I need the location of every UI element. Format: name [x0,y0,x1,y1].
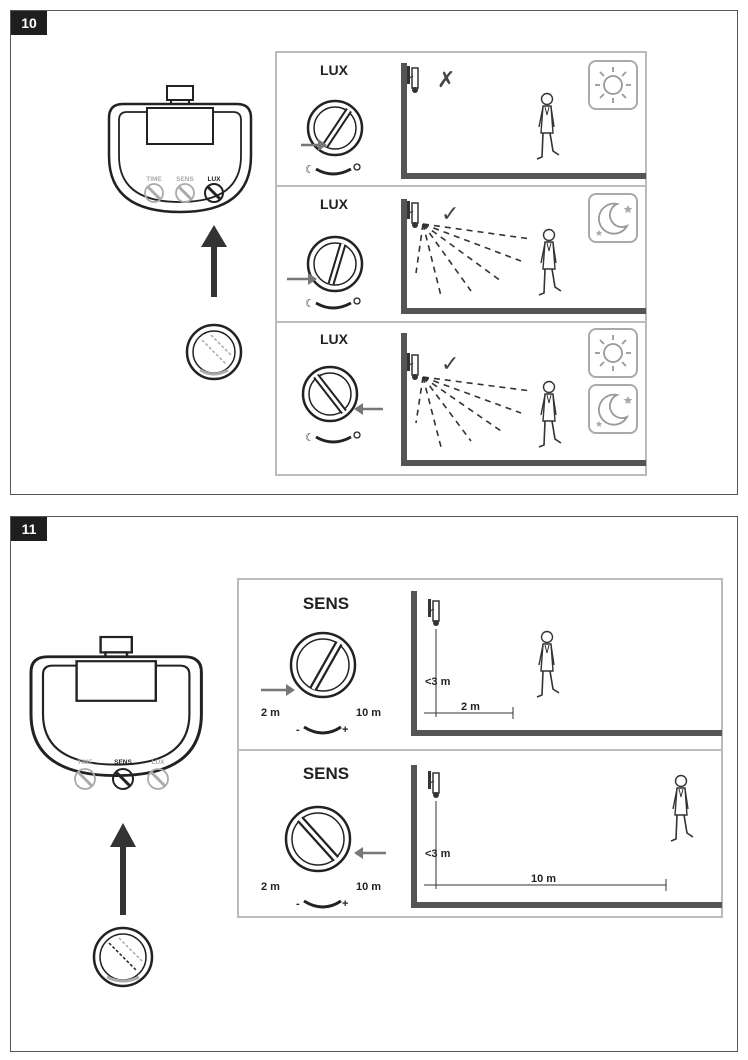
section-10: 10 TIME SENS LUX LU [10,10,738,495]
section-10-illustration: TIME SENS LUX LUX [107,51,647,476]
lux-row-1: LUX ☾ ✗ [301,60,646,179]
section-11: 11 TIME SENS LUX SENS [10,516,738,1052]
moon-icon [588,193,638,243]
knob-detail-icon [92,926,154,988]
sensor-device: TIME SENS LUX [29,635,203,790]
max-label: 10 m [356,707,381,719]
lux-row-2: LUX ☾ ✓ [287,193,646,314]
minus-label: - [296,898,300,910]
up-arrow-icon [201,225,227,297]
svg-text:☾: ☾ [305,432,315,444]
device-label-sens: SENS [176,176,194,183]
sens-row-2: SENS 2 m 10 m - + <3 m 10 m [261,764,722,910]
height-label: <3 m [425,676,451,688]
height-label: <3 m [425,848,451,860]
sens-knob [284,805,352,873]
plus-label: + [342,898,348,910]
moon-icon [588,384,638,434]
device-label-time: TIME [77,759,93,766]
knob-label: SENS [303,594,349,613]
lux-knob [306,99,364,157]
knob-label: LUX [320,62,349,78]
distance-label: 2 m [461,701,480,713]
device-label-lux: LUX [208,176,222,183]
knob-label: SENS [303,764,349,783]
device-label-lux: LUX [152,759,166,766]
device-label-time: TIME [146,176,162,183]
knob-label: LUX [320,331,349,347]
lux-knob [301,365,359,423]
lux-row-3: LUX ☾ ✓ [301,328,646,466]
plus-label: + [342,724,348,736]
sens-row-1: SENS 2 m 10 m - + <3 m 2 m [261,591,722,736]
distance-label: 10 m [531,873,556,885]
result-mark: ✗ [437,67,455,92]
svg-text:☾: ☾ [305,298,315,310]
sens-knob [289,631,357,699]
section-number: 11 [11,517,47,541]
result-mark: ✓ [441,201,459,226]
up-arrow-icon [110,823,136,915]
max-label: 10 m [356,881,381,893]
sensor-device: TIME SENS LUX [107,84,253,214]
min-label: 2 m [261,707,280,719]
section-11-illustration: TIME SENS LUX SENS [29,578,723,988]
knob-label: LUX [320,196,349,212]
minus-label: - [296,724,300,736]
min-label: 2 m [261,881,280,893]
lux-knob [306,235,364,293]
sun-icon [588,328,638,378]
result-mark: ✓ [441,351,459,376]
sun-icon [588,60,638,110]
svg-text:☾: ☾ [305,164,315,176]
section-number: 10 [11,11,47,35]
device-label-sens: SENS [114,759,132,766]
knob-detail-icon [185,323,243,381]
